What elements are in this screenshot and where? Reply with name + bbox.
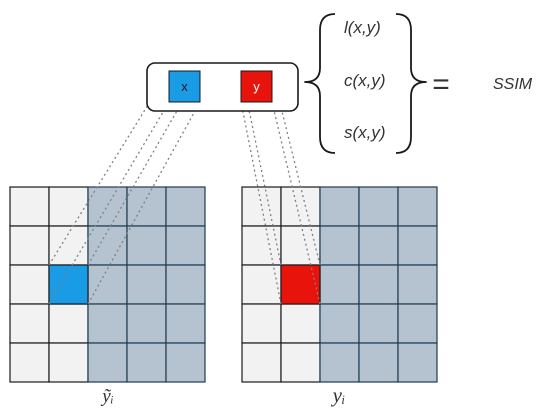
left-grid-cell (126, 303, 167, 344)
right-grid-cell (319, 342, 360, 383)
left-grid-cell (9, 303, 50, 344)
right-grid-cell (319, 303, 360, 344)
left-grid-cell (126, 186, 167, 227)
right-grid-cell (358, 303, 399, 344)
right-grid-cell (358, 225, 399, 266)
left-grid-cell (87, 303, 128, 344)
grid-right (241, 186, 438, 383)
right-grid-cell (241, 303, 282, 344)
right-grid-cell (241, 264, 282, 305)
y-connector-line (240, 101, 282, 305)
right-grid-cell (241, 225, 282, 266)
x-connector-line (87, 101, 201, 305)
left-grid-cell (9, 342, 50, 383)
left-grid-cell (9, 186, 50, 227)
grid-left (9, 186, 206, 383)
right-grid-cell (319, 225, 360, 266)
equals-sign: = (432, 68, 450, 101)
left-grid-cell (165, 303, 206, 344)
left-grid-cell (48, 342, 89, 383)
left-grid-cell (165, 225, 206, 266)
left-grid-cell (126, 225, 167, 266)
right-grid-cell (397, 303, 438, 344)
contrast-label: c(x,y) (344, 71, 386, 90)
left-grid-cell (165, 186, 206, 227)
right-grid-cell (397, 342, 438, 383)
right-brace (395, 13, 427, 154)
luminance-label: l(x,y) (344, 18, 381, 37)
left-grid-cell (165, 342, 206, 383)
right-grid-cell (241, 342, 282, 383)
right-grid-cell (319, 264, 360, 305)
right-grid-label: yᵢ (331, 383, 346, 407)
right-grid-cell (241, 186, 282, 227)
y-patch-label: y (253, 79, 260, 94)
left-grid-cell (48, 303, 89, 344)
right-grid-cell (358, 342, 399, 383)
right-grid-cell (280, 303, 321, 344)
x-patch-label: x (181, 79, 188, 94)
left-grid-cell (9, 264, 50, 305)
right-grid-cell (280, 225, 321, 266)
left-grid-cell (126, 264, 167, 305)
right-grid-cell (358, 264, 399, 305)
left-grid-cell (87, 225, 128, 266)
left-grid-cell (48, 186, 89, 227)
left-grid-highlight-cell (48, 264, 89, 305)
left-grid-cell (87, 186, 128, 227)
y-patch-box (240, 70, 273, 103)
right-grid-highlight-cell (280, 264, 321, 305)
x-patch-box (168, 70, 201, 103)
right-grid-cell (319, 186, 360, 227)
right-grid-cell (280, 342, 321, 383)
right-grid-cell (397, 264, 438, 305)
left-grid-cell (48, 225, 89, 266)
left-grid-cell (165, 264, 206, 305)
left-grid-cell (9, 225, 50, 266)
right-grid-cell (358, 186, 399, 227)
right-grid-cell (397, 186, 438, 227)
left-grid-cell (87, 342, 128, 383)
ssim-label: SSIM (493, 76, 533, 93)
structure-label: s(x,y) (344, 123, 386, 142)
x-connector-line (48, 101, 170, 305)
left-grid-label: ỹᵢ (100, 386, 113, 407)
left-grid-cell (126, 342, 167, 383)
left-brace (304, 13, 336, 154)
right-grid-cell (397, 225, 438, 266)
left-grid-cell (87, 264, 128, 305)
